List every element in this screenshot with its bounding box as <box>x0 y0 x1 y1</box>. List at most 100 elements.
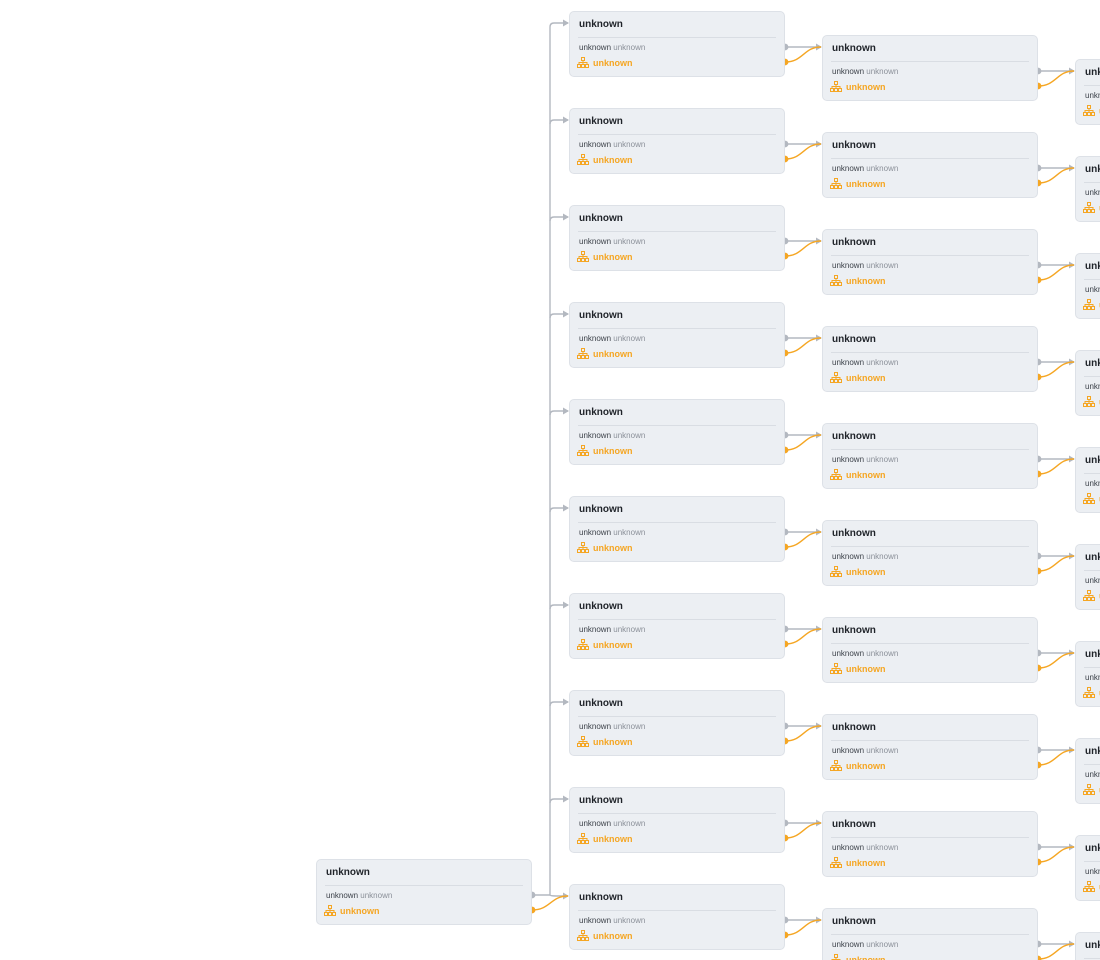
node-title: unknown <box>1085 552 1100 563</box>
node-title: unknown <box>579 213 623 224</box>
node-subflow-link[interactable]: unknown <box>577 57 633 68</box>
node-meta-secondary: unknown <box>613 916 646 925</box>
node-meta-secondary: unknown <box>866 261 899 270</box>
node-subflow-link[interactable]: unknown <box>577 639 633 650</box>
node-subflow-label: unknown <box>846 469 886 480</box>
hierarchy-icon <box>830 566 842 577</box>
node-meta-primary: unknown <box>1085 479 1100 488</box>
node-title: unknown <box>1085 649 1100 660</box>
node-subflow-link[interactable]: unknown <box>577 348 633 359</box>
node-subflow-link[interactable]: unknown <box>830 857 886 868</box>
node-title: unknown <box>579 116 623 127</box>
node-subflow-link[interactable]: unknown <box>830 178 886 189</box>
node-subflow-link[interactable]: unknown <box>1083 590 1100 601</box>
node-subflow-link[interactable]: unknown <box>577 542 633 553</box>
node-subflow-link[interactable]: unknown <box>1083 687 1100 698</box>
node-subflow-link[interactable]: unknown <box>324 905 380 916</box>
node-subflow-link[interactable]: unknown <box>577 251 633 262</box>
node-meta: unknown unknown <box>832 552 898 561</box>
node-subflow-link[interactable]: unknown <box>577 445 633 456</box>
node-meta-secondary: unknown <box>613 43 646 52</box>
node-subflow-link[interactable]: unknown <box>1083 105 1100 116</box>
node-subflow-link[interactable]: unknown <box>1083 396 1100 407</box>
node-subflow-link[interactable]: unknown <box>830 663 886 674</box>
hierarchy-icon <box>324 905 336 916</box>
node-divider <box>831 61 1029 62</box>
node-subflow-link[interactable]: unknown <box>1083 299 1100 310</box>
node-meta-secondary: unknown <box>866 746 899 755</box>
node-subflow-label: unknown <box>846 663 886 674</box>
node-divider <box>1084 958 1100 959</box>
flow-node[interactable]: unknown unknown unknown unknown <box>1075 544 1100 610</box>
node-divider <box>1084 376 1100 377</box>
node-title: unknown <box>1085 940 1100 951</box>
node-subflow-link[interactable]: unknown <box>577 154 633 165</box>
node-divider <box>1084 667 1100 668</box>
node-subflow-link[interactable]: unknown <box>830 954 886 960</box>
node-subflow-link[interactable]: unknown <box>577 930 633 941</box>
hierarchy-icon <box>1083 687 1095 698</box>
node-title: unknown <box>579 310 623 321</box>
node-subflow-link[interactable]: unknown <box>1083 493 1100 504</box>
node-subflow-link[interactable]: unknown <box>830 760 886 771</box>
node-meta-primary: unknown <box>832 746 865 755</box>
node-meta-primary: unknown <box>579 334 612 343</box>
node-meta-primary: unknown <box>832 164 865 173</box>
node-subflow-link[interactable]: unknown <box>1083 881 1100 892</box>
node-subflow-link[interactable]: unknown <box>577 736 633 747</box>
hierarchy-icon <box>1083 202 1095 213</box>
node-meta-primary: unknown <box>832 552 865 561</box>
node-subflow-link[interactable]: unknown <box>577 833 633 844</box>
node-divider <box>831 837 1029 838</box>
node-subflow-link[interactable]: unknown <box>830 566 886 577</box>
node-divider <box>1084 861 1100 862</box>
node-subflow-link[interactable]: unknown <box>1083 784 1100 795</box>
node-meta-primary: unknown <box>579 819 612 828</box>
hierarchy-icon <box>830 275 842 286</box>
node-meta: unknown unknown <box>1085 576 1100 585</box>
node-meta: unknown unknown <box>1085 479 1100 488</box>
node-meta-secondary: unknown <box>613 237 646 246</box>
node-subflow-link[interactable]: unknown <box>830 372 886 383</box>
node-divider <box>831 740 1029 741</box>
node-meta-primary: unknown <box>579 43 612 52</box>
node-subflow-link[interactable]: unknown <box>1083 202 1100 213</box>
node-subflow-link[interactable]: unknown <box>830 275 886 286</box>
node-subflow-link[interactable]: unknown <box>830 469 886 480</box>
node-title: unknown <box>832 722 876 733</box>
node-meta-primary: unknown <box>832 649 865 658</box>
node-meta-primary: unknown <box>579 140 612 149</box>
node-subflow-link[interactable]: unknown <box>830 81 886 92</box>
